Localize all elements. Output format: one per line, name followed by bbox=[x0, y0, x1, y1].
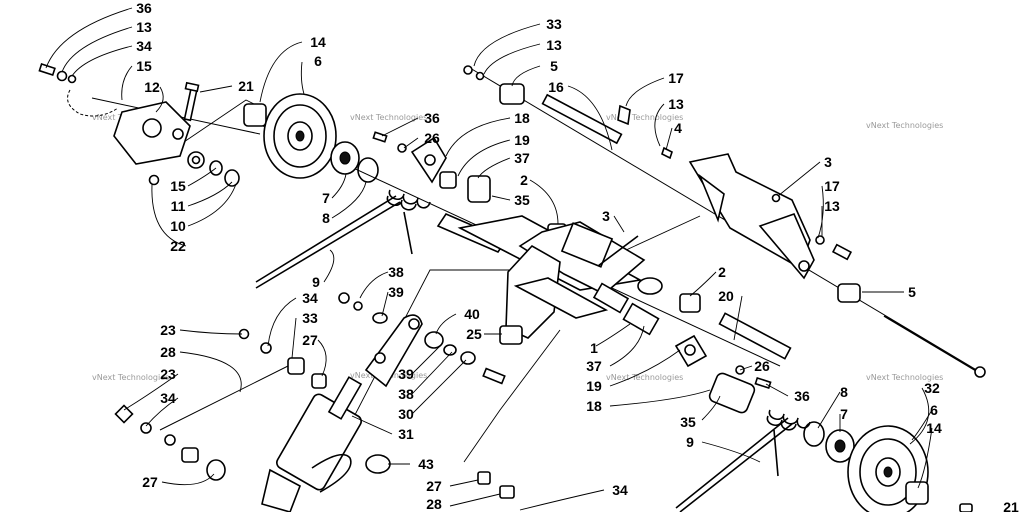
callout-label: 8 bbox=[322, 210, 330, 226]
callout-label: 9 bbox=[312, 274, 320, 290]
callout-label: 23 bbox=[160, 366, 176, 382]
callout-label: 38 bbox=[398, 386, 414, 402]
callout-label: 13 bbox=[824, 198, 840, 214]
callout-label: 19 bbox=[586, 378, 602, 394]
callout-label: 21 bbox=[238, 78, 254, 94]
callout-label: 32 bbox=[924, 380, 940, 396]
callout-label: 9 bbox=[686, 434, 694, 450]
callout-label: 17 bbox=[824, 178, 840, 194]
callout-label: 34 bbox=[302, 290, 318, 306]
callout-label: 18 bbox=[514, 110, 530, 126]
lower-right-idler-wheel bbox=[674, 334, 973, 512]
callout-label: 27 bbox=[142, 474, 158, 490]
callout-label: 2 bbox=[520, 172, 528, 188]
callout-label: 13 bbox=[668, 96, 684, 112]
callout-label: 34 bbox=[136, 38, 152, 54]
watermark: vNext Technologies bbox=[866, 121, 943, 130]
callout-label: 38 bbox=[388, 264, 404, 280]
callout-label: 14 bbox=[926, 420, 942, 436]
upper-left-idler-wheel bbox=[243, 93, 379, 183]
callout-label: 2 bbox=[718, 264, 726, 280]
callout-label: 27 bbox=[302, 332, 318, 348]
callout-label: 3 bbox=[824, 154, 832, 170]
callout-label: 13 bbox=[136, 19, 152, 35]
left-torsion-spring bbox=[255, 189, 431, 289]
callout-label: 36 bbox=[136, 0, 152, 16]
callout-label: 16 bbox=[548, 79, 564, 95]
callout-label: 26 bbox=[754, 358, 770, 374]
callout-label: 10 bbox=[170, 218, 186, 234]
callout-label: 33 bbox=[302, 310, 318, 326]
callout-labels: 36 13 34 15 12 21 14 6 33 13 5 16 17 13 … bbox=[136, 0, 1019, 512]
callout-label: 3 bbox=[602, 208, 610, 224]
callout-label: 37 bbox=[586, 358, 602, 374]
watermark: vNext Technologies bbox=[350, 113, 427, 122]
callout-label: 18 bbox=[586, 398, 602, 414]
callout-label: 39 bbox=[398, 366, 414, 382]
upper-left-bracket bbox=[38, 63, 240, 187]
callout-label: 31 bbox=[398, 426, 414, 442]
callout-label: 12 bbox=[144, 79, 160, 95]
callout-label: 6 bbox=[314, 53, 322, 69]
watermark: vNext Technologies bbox=[866, 373, 943, 382]
callout-label: 27 bbox=[426, 478, 442, 494]
callout-label: 35 bbox=[680, 414, 696, 430]
callout-label: 26 bbox=[424, 130, 440, 146]
shock-absorber-and-links bbox=[114, 292, 515, 512]
callout-label: 43 bbox=[418, 456, 434, 472]
callout-label: 14 bbox=[310, 34, 326, 50]
callout-label: 13 bbox=[546, 37, 562, 53]
callout-label: 30 bbox=[398, 406, 414, 422]
callout-label: 40 bbox=[464, 306, 480, 322]
callout-label: 28 bbox=[426, 496, 442, 512]
callout-label: 7 bbox=[322, 190, 330, 206]
callout-label: 4 bbox=[674, 120, 682, 136]
callout-label: 1 bbox=[590, 340, 598, 356]
callout-label: 8 bbox=[840, 384, 848, 400]
callout-label: 22 bbox=[170, 238, 186, 254]
upper-right-rear-shaft bbox=[463, 65, 986, 378]
callout-label: 25 bbox=[466, 326, 482, 342]
callout-label: 6 bbox=[930, 402, 938, 418]
callout-label: 28 bbox=[160, 344, 176, 360]
callout-label: 34 bbox=[612, 482, 628, 498]
callout-label: 36 bbox=[424, 110, 440, 126]
callout-label: 19 bbox=[514, 132, 530, 148]
watermark: vNext Technologies bbox=[606, 113, 683, 122]
watermark: vNext Technologies bbox=[92, 373, 169, 382]
callout-label: 34 bbox=[160, 390, 176, 406]
callout-label: 37 bbox=[514, 150, 530, 166]
callout-label: 7 bbox=[840, 406, 848, 422]
callout-label: 17 bbox=[668, 70, 684, 86]
callout-label: 36 bbox=[794, 388, 810, 404]
leader-lines bbox=[45, 7, 933, 511]
callout-label: 39 bbox=[388, 284, 404, 300]
callout-label: 23 bbox=[160, 322, 176, 338]
callout-label: 33 bbox=[546, 16, 562, 32]
callout-label: 20 bbox=[718, 288, 734, 304]
callout-label: 15 bbox=[136, 58, 152, 74]
watermark: vNext Technologies bbox=[606, 373, 683, 382]
callout-label: 15 bbox=[170, 178, 186, 194]
callout-label: 5 bbox=[550, 58, 558, 74]
callout-label: 21 bbox=[1003, 499, 1019, 512]
center-crossshaft bbox=[457, 215, 701, 345]
callout-label: 35 bbox=[514, 192, 530, 208]
callout-label: 5 bbox=[908, 284, 916, 300]
callout-label: 11 bbox=[171, 198, 186, 214]
